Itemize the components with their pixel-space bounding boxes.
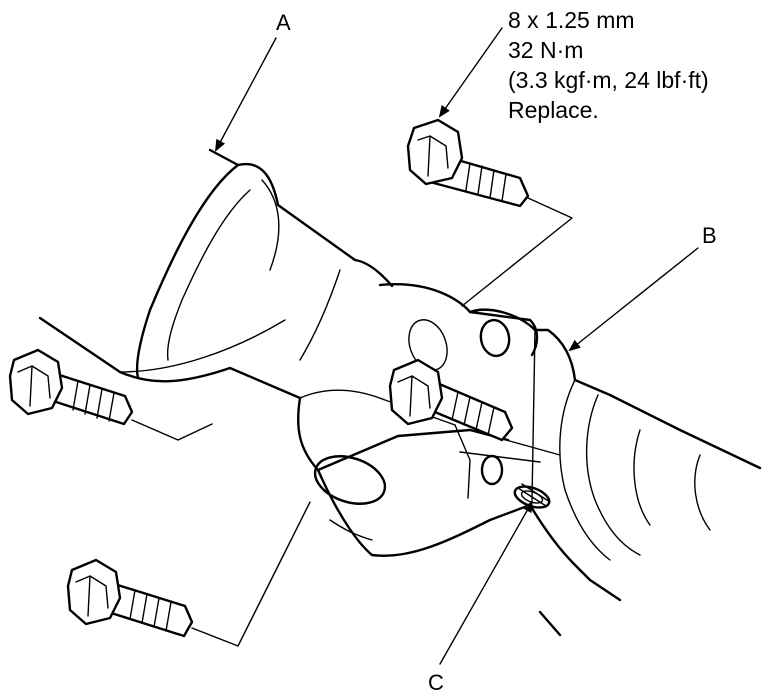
bolt-left <box>8 348 134 426</box>
gasket-c <box>513 483 551 509</box>
leader-arrow-c <box>439 500 533 665</box>
bolt-bottom <box>66 558 194 638</box>
bolt-top <box>406 118 530 208</box>
leader-arrow-spec <box>438 27 503 118</box>
bolt-spec-text: 8 x 1.25 mm 32 N·m (3.3 kgf·m, 24 lbf·ft… <box>508 7 709 123</box>
bolt-spec-line-3: (3.3 kgf·m, 24 lbf·ft) <box>508 67 709 93</box>
bolt-spec-line-2: 32 N·m <box>508 37 583 63</box>
callout-a-label: A <box>276 10 291 35</box>
bolt-spec-line-1: 8 x 1.25 mm <box>508 7 635 33</box>
callout-c-label: C <box>428 670 444 695</box>
callout-b-label: B <box>702 223 717 248</box>
bolt-center <box>388 358 514 442</box>
leader-arrow-b <box>568 247 699 352</box>
bolt-spec-line-4: Replace. <box>508 97 599 123</box>
leader-arrow-a <box>215 37 277 152</box>
converter-b <box>459 308 762 637</box>
pipe-a <box>38 148 394 400</box>
bolt-alignment-lines <box>131 197 573 647</box>
